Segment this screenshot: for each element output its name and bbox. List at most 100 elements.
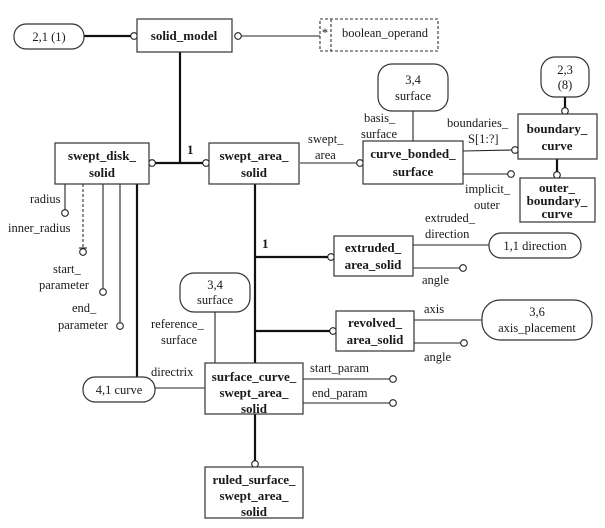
ruled-line3: solid [241,504,268,519]
entity-ruled-surface-swept-area-solid[interactable]: ruled_surface_ swept_area_ solid [204,466,304,519]
outer-boundary-circle [553,171,561,179]
ref-3-4-mid-line2: surface [197,293,234,307]
curve-bonded-line2: surface [393,164,434,179]
ruled-line1: ruled_surface_ [212,472,296,487]
attr-directrix: directrix [151,365,194,379]
swept-disk-circle [148,159,156,167]
implicit-outer-circle [507,170,515,178]
ref-4-1-label: 4,1 curve [96,383,143,397]
entity-solid-model[interactable]: solid_model [136,18,233,53]
ruled-circle [251,460,259,468]
entity-boundary-curve[interactable]: boundary_ curve [517,113,598,160]
swept-disk-line1: swept_disk_ [68,148,136,163]
extruded-circle [327,253,335,261]
ref-2-1-label: 2,1 (1) [32,30,65,44]
swept-disk-line2: solid [89,165,116,180]
ref-3-4-top-line2: surface [395,89,432,103]
ref-3-4-top-line1: 3,4 [405,73,421,87]
attr-boundaries-1: boundaries_ [447,116,509,130]
end-param-circle [389,399,397,407]
swept-area-line1: swept_area_ [219,148,289,163]
solid-model-in-circle [130,32,138,40]
attr-implicit-outer-2: outer [474,198,501,212]
attr-start-parameter-2: parameter [39,278,90,292]
ref-2-3[interactable]: 2,3 (8) [540,56,590,98]
surface-curve-line1: surface_curve_ [212,369,297,384]
attr-axis: axis [424,302,444,316]
select-label: boolean_operand [342,26,429,40]
ref-2-3-line1: 2,3 [557,63,573,77]
extruded-angle-circle [459,264,467,272]
revolved-line2: area_solid [347,332,405,347]
boolean-operand-select[interactable]: * boolean_operand [319,18,439,52]
surface-curve-line2: swept_area_ [219,385,289,400]
attr-radius: radius [30,192,61,206]
radius-circle [61,209,69,217]
ref-3-4-surface-top[interactable]: 3,4 surface [377,63,449,112]
extruded-line2: area_solid [345,257,403,272]
entity-swept-area-solid[interactable]: swept_area_ solid [208,142,300,185]
ref-2-1[interactable]: 2,1 (1) [13,23,85,50]
attr-reference-surface-1: reference_ [151,317,204,331]
boundary-curve-line1: boundary_ [527,121,588,136]
attr-basis-surface-2: surface [361,127,398,141]
attr-end-parameter-1: end_ [72,301,97,315]
select-marker: * [322,26,328,40]
attr-start-param: start_param [310,361,369,375]
solid-model-subtype-cardinality: 1 [187,142,194,157]
revolved-circle [329,327,337,335]
curve-bonded-circle [356,159,364,167]
entity-swept-disk-solid[interactable]: swept_disk_ solid [54,142,150,185]
ref-3-6-line1: 3,6 [529,305,545,319]
outer-boundary-line2: boundary_ [527,193,588,208]
attr-boundaries-2: S[1:?] [468,132,499,146]
outer-boundary-line3: curve [541,206,572,221]
entity-outer-boundary-curve[interactable]: outer_ boundary_ curve [519,177,596,223]
entity-revolved-area-solid[interactable]: revolved_ area_solid [335,310,415,352]
entity-surface-curve-swept-area-solid[interactable]: surface_curve_ swept_area_ solid [204,362,304,416]
surface-curve-line3: solid [241,401,268,416]
attr-start-parameter-1: start_ [53,262,82,276]
ref-3-6-axis-placement[interactable]: 3,6 axis_placement [481,299,593,341]
solid-model-out-circle [234,32,242,40]
start-parameter-circle [99,288,107,296]
attr-implicit-outer-1: implicit_ [465,182,511,196]
end-parameter-circle [116,322,124,330]
entity-extruded-area-solid[interactable]: extruded_ area_solid [333,235,414,277]
solid-model-label: solid_model [151,28,218,43]
relationship-end-circles [61,32,569,468]
ruled-line2: swept_area_ [219,488,289,503]
boundaries-link [462,149,513,152]
ref-1-1-label: 1,1 direction [503,239,567,253]
attr-swept-area-1: swept_ [308,132,344,146]
ref-3-4-mid-line1: 3,4 [207,278,223,292]
extruded-line1: extruded_ [345,240,402,255]
outer-boundary-line1: outer_ [539,180,576,195]
boundary-curve-top-circle [561,107,569,115]
revolved-line1: revolved_ [348,315,402,330]
attr-extruded-angle: angle [422,273,450,287]
attr-end-param: end_param [312,386,368,400]
attr-revolved-angle: angle [424,350,452,364]
entity-curve-bonded-surface[interactable]: curve_bonded_ surface [362,140,464,185]
ref-2-3-line2: (8) [558,78,573,92]
revolved-angle-circle [460,339,468,347]
curve-bonded-line1: curve_bonded_ [370,146,456,161]
ref-3-4-surface-mid[interactable]: 3,4 surface [179,272,251,313]
attr-reference-surface-2: surface [161,333,198,347]
inner-radius-circle [79,248,87,256]
attr-extruded-direction-1: extruded_ [425,211,476,225]
swept-area-line2: solid [241,165,268,180]
attr-extruded-direction-2: direction [425,227,470,241]
attr-inner-radius: inner_radius [8,221,71,235]
attr-swept-area-2: area [315,148,336,162]
swept-area-subtype-cardinality: 1 [262,236,269,251]
ref-1-1-direction[interactable]: 1,1 direction [488,232,582,259]
attribute-labels: radius inner_radius start_ parameter end… [8,111,511,400]
ref-4-1-curve[interactable]: 4,1 curve [82,376,156,403]
attr-end-parameter-2: parameter [58,318,109,332]
start-param-circle [389,375,397,383]
attr-basis-surface-1: basis_ [364,111,396,125]
relationship-lines [64,34,567,461]
